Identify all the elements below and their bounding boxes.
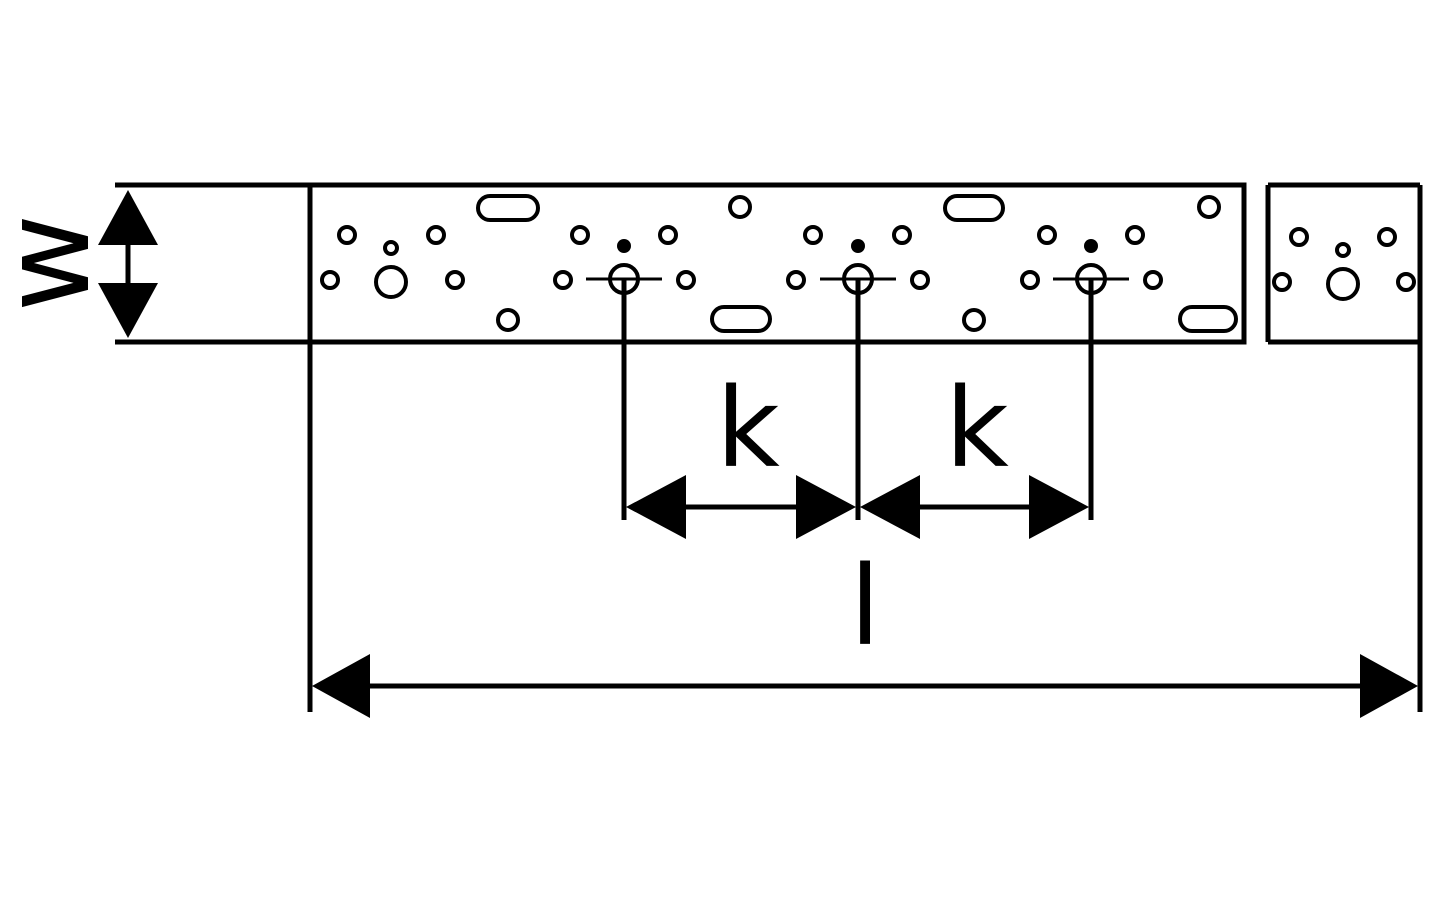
slot-hole (710, 305, 772, 333)
hole (786, 270, 806, 290)
pitch-label-left: k (716, 364, 780, 492)
hole (910, 270, 930, 290)
pitch-dimension (621, 279, 1094, 539)
hole (1037, 225, 1057, 245)
hole (383, 240, 399, 256)
hole (1020, 270, 1040, 290)
hole-pattern (320, 194, 1416, 333)
hole (1335, 242, 1351, 258)
slot-hole (476, 194, 540, 222)
hole (570, 225, 590, 245)
slot-hole (1178, 305, 1238, 333)
marker-dot (617, 239, 631, 253)
hole (337, 225, 357, 245)
marker-dot (1084, 239, 1098, 253)
length-label: l (850, 542, 881, 670)
hole (320, 270, 340, 290)
marker-dot (851, 239, 865, 253)
pitch-label-right: k (945, 364, 1009, 492)
hole (676, 270, 696, 290)
hole (962, 308, 986, 332)
pitch-arrow (1029, 475, 1089, 539)
pitch-arrow (626, 475, 686, 539)
pitch-arrow (860, 475, 920, 539)
hole (1143, 270, 1163, 290)
hole (1396, 272, 1416, 292)
drawing-background (15, 170, 1442, 718)
hole-large (374, 265, 408, 299)
plate-end-segment (1265, 182, 1420, 345)
hole (496, 308, 520, 332)
hole-large (1326, 267, 1360, 301)
length-dimension (307, 185, 1423, 718)
hole (658, 225, 678, 245)
plate-main (307, 182, 1247, 345)
hole (803, 225, 823, 245)
pitch-arrow (796, 475, 856, 539)
width-arrow-down (98, 283, 158, 338)
length-arrow-left (312, 654, 370, 718)
hole (426, 225, 446, 245)
hole (1377, 227, 1397, 247)
width-label: w (0, 214, 117, 312)
slot-hole (943, 194, 1005, 222)
hole (553, 270, 573, 290)
pitch-markers (617, 239, 1098, 253)
hole (1272, 272, 1292, 292)
width-arrow-up (98, 190, 158, 245)
hole (728, 195, 752, 219)
width-dimension (98, 182, 310, 345)
length-arrow-right (1360, 654, 1418, 718)
hole (445, 270, 465, 290)
hole (1197, 195, 1221, 219)
hole (892, 225, 912, 245)
hole (1289, 227, 1309, 247)
hole (1125, 225, 1145, 245)
